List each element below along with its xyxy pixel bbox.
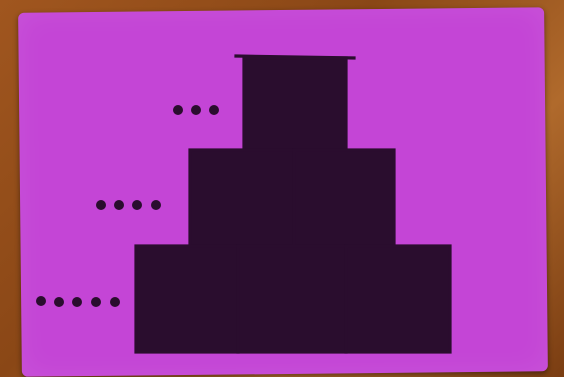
pyramid-box-row3-3 (346, 246, 450, 352)
dot (54, 297, 64, 307)
pyramid-box-row3-2 (238, 246, 346, 352)
dots-row2 (96, 200, 161, 210)
dots-row3 (36, 296, 120, 307)
pyramid-box-row1-1 (244, 58, 346, 150)
dot (151, 200, 161, 210)
dot (173, 105, 183, 115)
pyramid-box-row2-2 (294, 150, 394, 246)
dot (132, 200, 142, 210)
dot (36, 296, 46, 306)
dot (96, 200, 106, 210)
dot (191, 105, 201, 115)
dot (209, 105, 219, 115)
pyramid-box-row2-1 (190, 150, 294, 246)
dot (110, 297, 120, 307)
pyramid-box-row3-1 (136, 246, 238, 352)
dot (72, 297, 82, 307)
dots-row1 (173, 105, 219, 115)
dot (91, 297, 101, 307)
dot (114, 200, 124, 210)
